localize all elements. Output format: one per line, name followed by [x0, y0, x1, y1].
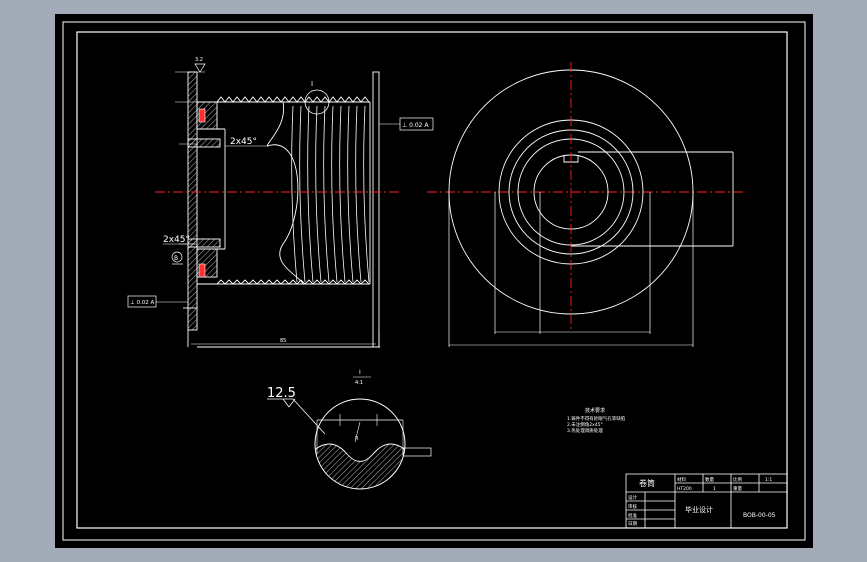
chamfer-label-bottom: 2x45° — [163, 235, 190, 245]
tolerance-text-left: ⊥ 0.02 A — [130, 300, 155, 306]
notes-title: 技术要求 — [585, 407, 605, 414]
title-block — [625, 473, 788, 529]
detail-view: I 4:1 R 12.5 — [267, 369, 432, 490]
drawing-sheet: I 3.2 2x45° 2x45° B ⊥ 0.02 A ⊥ 0.02 A 85 — [55, 14, 813, 548]
title-scale: 1:1 — [765, 477, 772, 483]
title-part-name: 卷筒 — [639, 478, 655, 488]
detail-callout-circle — [304, 89, 330, 115]
cad-drawing: I 3.2 2x45° 2x45° B ⊥ 0.02 A ⊥ 0.02 A 85 — [62, 21, 806, 541]
title-designer-label: 设计 — [628, 494, 637, 501]
chamfer-label-top: 2x45° — [230, 137, 257, 147]
title-date-label: 日期 — [628, 521, 637, 527]
tolerance-frame-top — [399, 117, 434, 131]
front-section-view — [175, 71, 380, 348]
title-scale-label: 比例 — [733, 476, 742, 483]
title-weight-label: 重量 — [733, 485, 742, 492]
outer-border — [62, 21, 806, 541]
roughness-symbol-top — [194, 63, 206, 73]
title-material-label: 材料 — [677, 476, 686, 483]
title-qty-label: 数量 — [705, 476, 714, 483]
title-drawing-no: BOB-00-05 — [743, 512, 776, 519]
detail-callout-label: I — [311, 80, 313, 88]
inner-border — [76, 31, 788, 529]
tolerance-text-top: ⊥ 0.02 A — [402, 122, 429, 129]
tolerance-frame-left — [127, 295, 157, 308]
notes-line-3: 3.热处理调质处理 — [567, 427, 603, 434]
roughness-value-top: 3.2 — [195, 57, 203, 63]
roughness-value-detail: 12.5 — [267, 386, 296, 401]
title-approver-label: 批准 — [628, 512, 637, 519]
title-qty: 1 — [713, 486, 716, 492]
notes-line-1: 1.铸件不得有砂眼气孔等缺陷 — [567, 415, 626, 422]
title-material: HT200 — [677, 486, 692, 492]
overall-dim-label: 85 — [280, 338, 286, 344]
datum-circle — [171, 251, 183, 263]
detail-view-label: I — [359, 369, 361, 376]
title-checker-label: 审核 — [628, 503, 637, 510]
datum-letter: B — [174, 255, 178, 262]
side-view — [448, 69, 734, 347]
svg-text:R: R — [355, 436, 359, 442]
notes-line-2: 2.未注倒角2x45° — [567, 421, 603, 428]
title-project: 毕业设计 — [685, 505, 713, 514]
detail-view-scale: 4:1 — [355, 380, 363, 386]
technical-notes: 技术要求 1.铸件不得有砂眼气孔等缺陷 2.未注倒角2x45° 3.热处理调质处… — [567, 407, 626, 434]
